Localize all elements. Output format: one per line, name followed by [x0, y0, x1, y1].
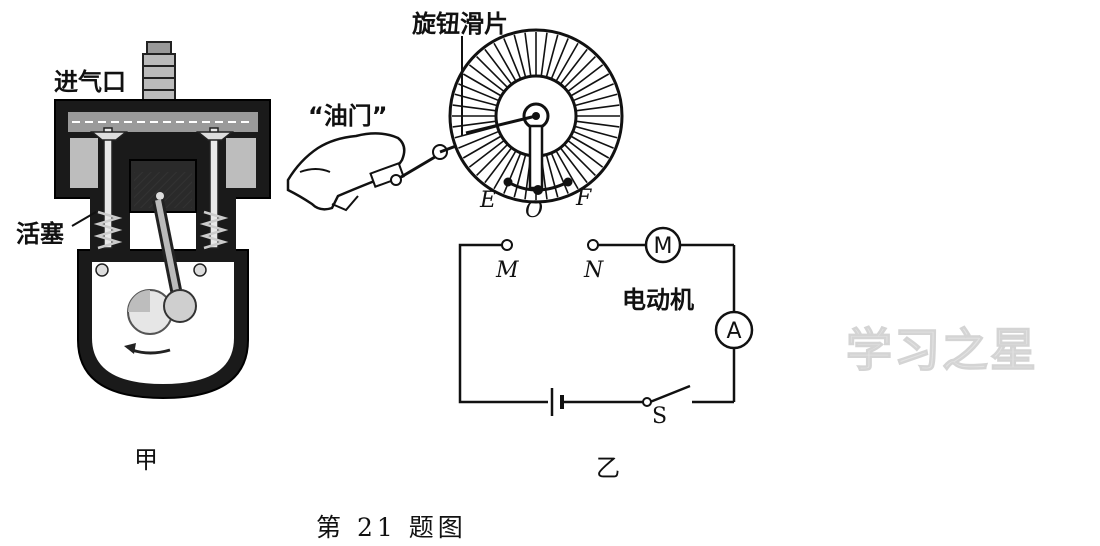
dial-spoke [462, 73, 502, 97]
dial-spoke [476, 56, 509, 89]
engine-diagram [54, 41, 271, 400]
throttle-pedal [286, 114, 537, 212]
intake-valve-stem [103, 127, 113, 249]
point-f-label: F [576, 186, 592, 211]
terminal-m-dot [501, 239, 513, 251]
dial-spoke [563, 143, 596, 176]
dial-spoke [567, 139, 604, 168]
dial-spoke [513, 34, 527, 78]
knob-slider-label: 旋钮滑片 [412, 10, 508, 38]
figure-jia-label: 甲 [134, 446, 158, 474]
knob-slider-arm [465, 114, 537, 135]
motor-label: 电动机 [622, 286, 694, 314]
spark-plug-top [146, 41, 172, 55]
ammeter-circle [714, 310, 754, 350]
right-port [226, 138, 256, 188]
dial-spoke [503, 152, 522, 194]
dial-spoke [575, 120, 620, 128]
crank-pin [163, 289, 197, 323]
foot [286, 132, 406, 211]
throttle-linkage [395, 152, 441, 182]
dial-spoke [545, 34, 559, 78]
dial-spoke [570, 73, 610, 97]
figure-yi-label: 乙 [596, 454, 620, 482]
terminal-n-dot [587, 239, 599, 251]
dial-spoke [563, 56, 596, 89]
switch-label: S [652, 404, 668, 429]
switch-blade [649, 384, 691, 404]
dial-spoke [503, 38, 522, 80]
dial-spoke [468, 139, 505, 168]
point-o-label: O [525, 198, 544, 223]
dial-spoke [574, 125, 618, 139]
dial-spoke [458, 130, 500, 149]
point-e-dot [503, 177, 513, 187]
dial-spoke [545, 154, 559, 198]
exhaust-valve-stem [209, 127, 219, 249]
dial-spoke [550, 152, 569, 194]
dial-spoke [493, 42, 517, 82]
dial-stem [528, 124, 544, 190]
dial-spoke [567, 64, 604, 93]
dial-spoke [476, 143, 509, 176]
point-f-dot [563, 177, 573, 187]
intake-label: 进气口 [54, 68, 126, 96]
terminal-m-label: M [496, 258, 519, 283]
point-e-label: E [480, 188, 497, 213]
watermark: 学习之星 [846, 323, 1038, 378]
dial-spoke [524, 32, 532, 77]
dial-spoke [572, 83, 614, 102]
dial-spoke [540, 32, 548, 77]
point-o-dot [533, 185, 543, 195]
figure-caption: 第 21 题图 [316, 513, 467, 542]
dial-spoke [452, 104, 497, 112]
right-valve-spring [199, 210, 229, 250]
wire-left [458, 243, 548, 404]
piston-label: 活塞 [16, 220, 64, 248]
circuit-diagram [458, 243, 736, 416]
dial-spokes [452, 32, 620, 200]
motor-symbol-letter: M [654, 234, 673, 259]
dial-spoke [570, 135, 610, 159]
dial-spoke [513, 154, 527, 198]
dial-spoke [452, 120, 497, 128]
dial-spoke [550, 38, 569, 80]
throttle-label: “油门” [308, 102, 388, 130]
rotation-arrow [131, 348, 171, 355]
dial-spoke [559, 48, 588, 85]
dial-spoke [574, 93, 618, 107]
dial-spoke [559, 147, 588, 184]
left-port [70, 138, 98, 188]
ammeter-letter: A [726, 319, 741, 344]
left-valve-spring [93, 210, 123, 250]
piston-leader-line [71, 211, 97, 227]
motor-symbol-circle [644, 226, 682, 264]
dial-spoke [575, 104, 620, 112]
dial-spoke [484, 147, 513, 184]
switch-pivot [642, 397, 652, 407]
dial-spoke [462, 135, 502, 159]
dial-spoke [572, 130, 614, 149]
dial-spoke [458, 83, 500, 102]
knob-dial [448, 28, 624, 204]
dial-spoke [468, 64, 505, 93]
dial-spoke [555, 150, 579, 190]
dial-spoke [493, 150, 517, 190]
terminal-n-label: N [584, 258, 604, 283]
dial-spoke [484, 48, 513, 85]
dial-spoke [555, 42, 579, 82]
